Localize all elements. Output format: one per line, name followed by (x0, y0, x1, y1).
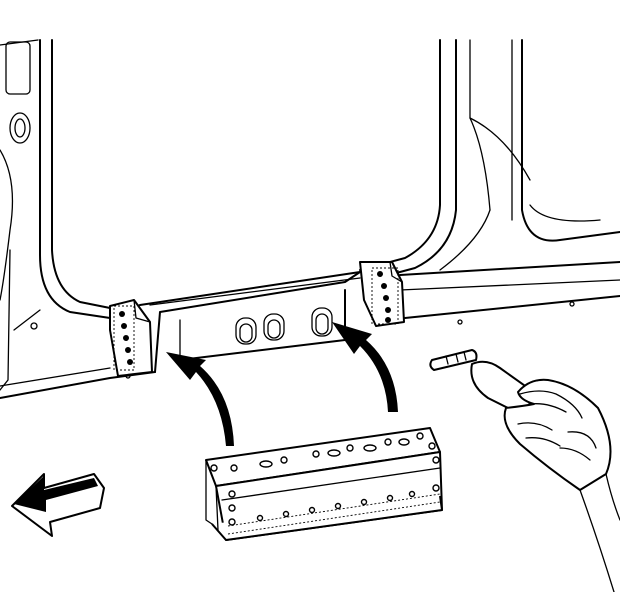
mig-welder-torch (429, 349, 532, 413)
weld-reinforcement-bracket (205, 427, 443, 541)
install-arrow-right (332, 322, 398, 412)
gloved-hand (503, 378, 620, 592)
vehicle-body-door-opening (0, 39, 620, 391)
forward-direction-arrow (11, 473, 105, 537)
rocker-panel (0, 261, 620, 399)
install-arrow-left (166, 352, 234, 446)
